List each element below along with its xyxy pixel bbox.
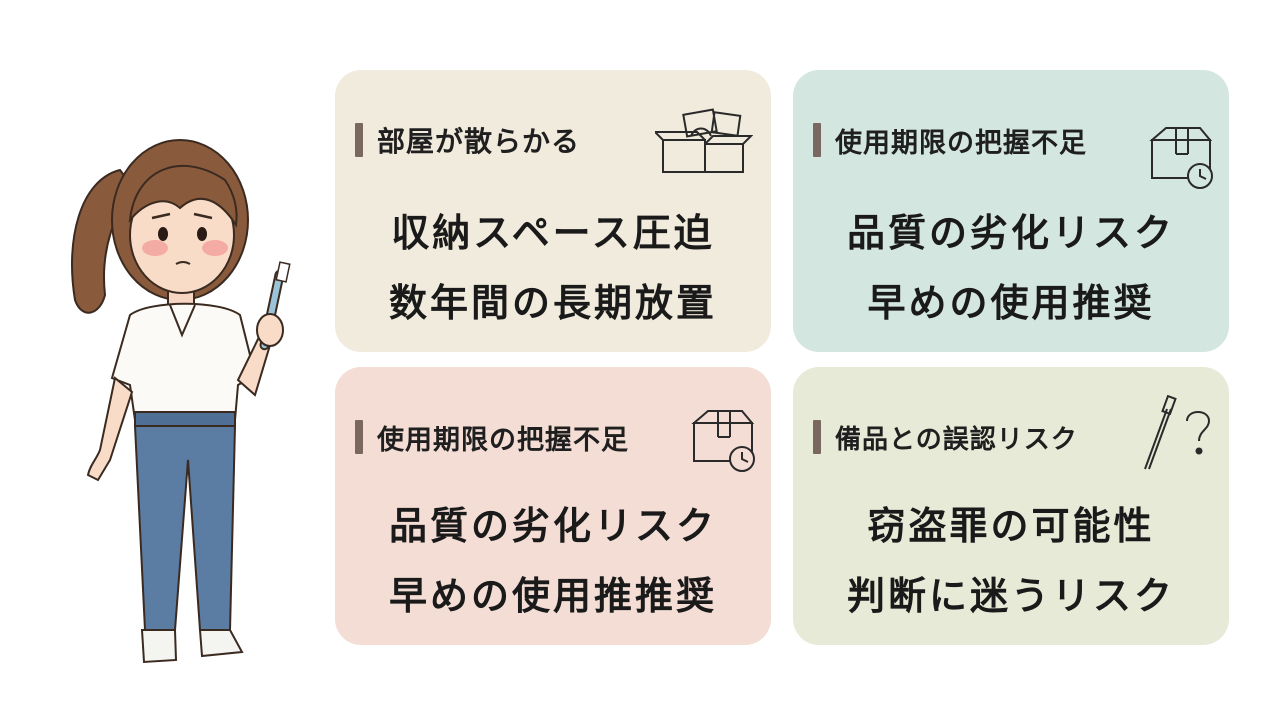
card-expiry-unknown: 使用期限の把握不足 品質の劣化リスク 早めの使用推奨 [793,70,1229,352]
card-line-1: 品質の劣化リスク [388,504,717,548]
card-heading: 使用期限の把握不足 [355,417,629,457]
woman-holding-toothbrush-illustration [71,139,291,664]
boxes-icon [655,108,753,173]
toothbrush-question-icon [1144,395,1211,470]
card-line-2: 判断に迷うリスク [846,574,1175,618]
box-clock-icon [691,410,755,472]
card-heading: 備品との誤認リスク [813,417,1078,457]
card-line-2: 早めの使用推奨 [867,281,1155,325]
accent-bar [355,123,363,157]
card-line-1: 窃盗罪の可能性 [867,504,1155,548]
card-heading: 使用期限の把握不足 [813,120,1087,160]
card-heading-text: 使用期限の把握不足 [835,127,1087,159]
card-line-1: 品質の劣化リスク [846,211,1175,255]
accent-bar [813,123,821,157]
card-heading-text: 部屋が散らかる [377,125,581,158]
card-messy-room: 部屋が散らかる 収納スペース圧迫 数年間の長期放置 [335,70,771,352]
card-heading-text: 備品との誤認リスク [835,424,1078,455]
card-line-2: 早めの使用推推奨 [388,574,717,618]
card-line-1: 収納スペース圧迫 [391,211,715,255]
card-expiry-unknown-2: 使用期限の把握不足 品質の劣化リスク 早めの使用推推奨 [335,367,771,645]
accent-bar [813,420,821,454]
box-clock-icon [1149,127,1213,189]
card-heading: 部屋が散らかる [355,120,580,160]
accent-bar [355,420,363,454]
card-misidentification-risk: 備品との誤認リスク 窃盗罪の可能性 判断に迷うリスク [793,367,1229,645]
card-heading-text: 使用期限の把握不足 [377,424,629,456]
card-line-2: 数年間の長期放置 [388,281,717,325]
